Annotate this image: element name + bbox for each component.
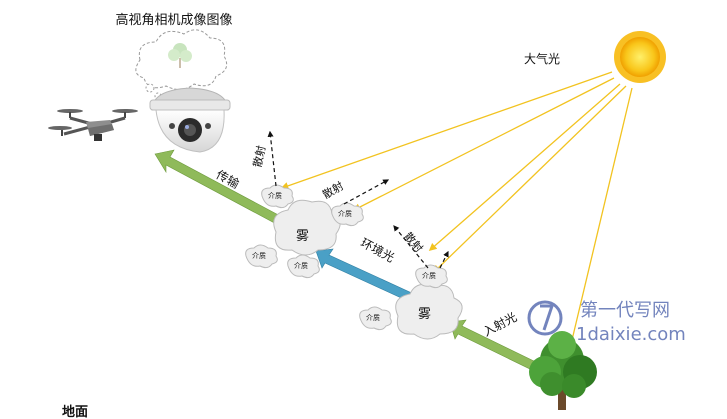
medium-particle-icon [359,306,392,331]
medium-particle-icon [261,184,294,209]
medium-particle-icon [331,202,364,227]
fog-cloud-icon [273,199,341,256]
sun-icon [614,31,666,83]
watermark: 第一代写网 1daixie.com [527,300,686,345]
label-incident-light: 入射光 [480,309,519,339]
fog-cloud-icon [395,283,463,340]
label-medium-1: 介质 [268,191,282,200]
thought-tree-icon [168,43,192,68]
medium-particle-icon [287,254,320,279]
sun-rays [280,71,633,341]
ambient-light-arrow [315,248,415,303]
diagram-title: 高视角相机成像图像 [115,12,232,28]
label-scatter-3: 散射 [401,229,426,255]
watermark-url: 1daixie.com [576,324,686,345]
label-fog-1: 雾 [296,229,309,244]
label-ground: 地面 [62,404,88,419]
label-scatter-1: 散射 [250,144,268,168]
label-medium-3: 介质 [252,251,266,260]
label-medium-4: 介质 [294,261,308,270]
label-medium-5: 介质 [422,271,436,280]
dome-camera-icon [149,87,231,153]
label-scatter-2: 散射 [320,178,346,201]
label-atmospheric-light: 大气光 [524,51,560,66]
label-medium-2: 介质 [338,209,352,218]
label-medium-6: 介质 [366,313,380,322]
thought-cloud-icon [135,29,228,100]
label-fog-2: 雾 [418,307,431,322]
watermark-logo-icon [527,300,563,336]
scatter-arrow-icon [267,130,449,269]
medium-particle-icon [245,244,278,269]
drone-icon [48,109,138,141]
label-ambient-light: 环境光 [358,235,397,265]
medium-particle-icon [415,264,448,289]
watermark-brand: 第一代写网 [580,300,670,321]
tree-icon [529,331,597,410]
